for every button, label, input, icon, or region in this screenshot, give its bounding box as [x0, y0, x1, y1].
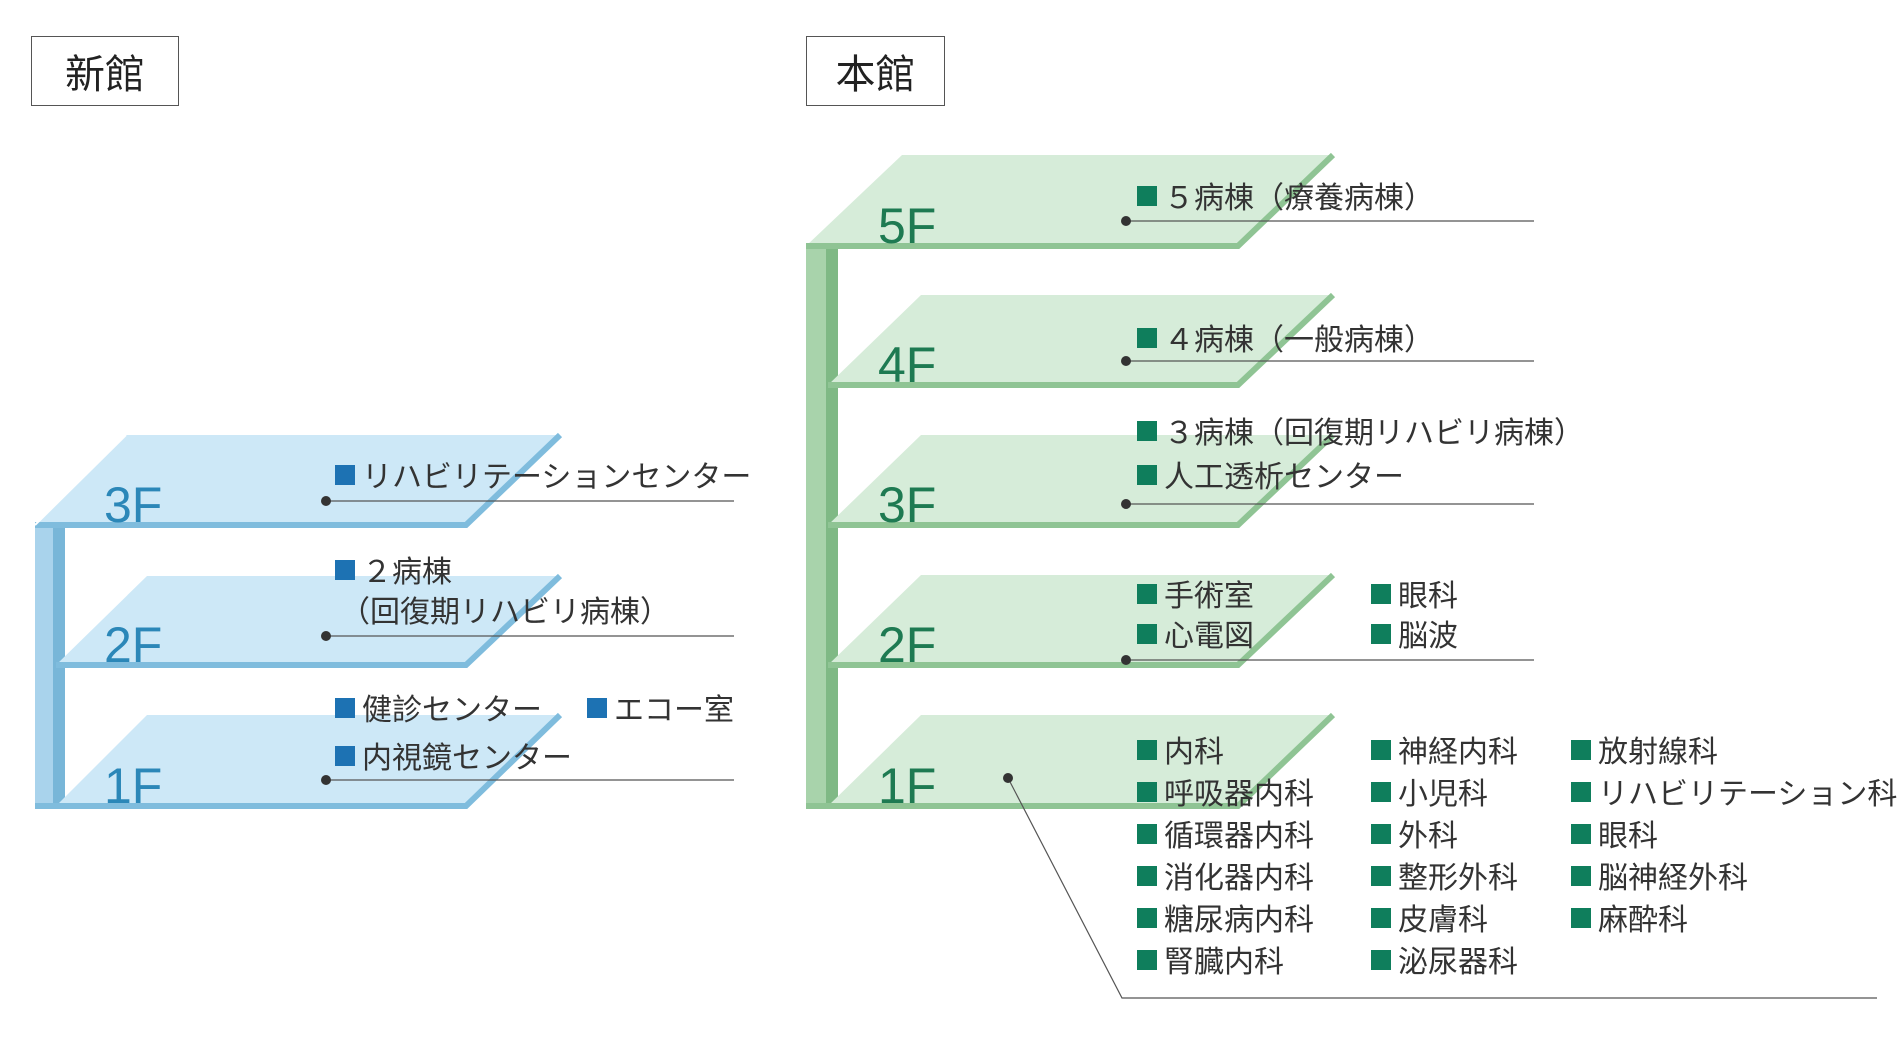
honkan-floor-3f: 3F: [828, 432, 1336, 533]
shinkan-3f-number: 3F: [104, 477, 162, 533]
honkan-1f-item: 糖尿病内科: [1164, 903, 1314, 938]
bullet-icon: [1137, 584, 1157, 604]
shinkan-1f-items: 健診センター エコー室 内視鏡センター: [335, 693, 734, 776]
shinkan-3f-item: リハビリテーションセンター: [362, 460, 751, 495]
bullet-icon: [587, 698, 607, 718]
bullet-icon: [1571, 740, 1591, 760]
bullet-icon: [1571, 866, 1591, 886]
bullet-icon: [1137, 421, 1157, 441]
shinkan-label: 新館: [31, 36, 179, 106]
honkan-5f-items: ５病棟（療養病棟）: [1137, 181, 1434, 216]
honkan-1f-col1: 内科 呼吸器内科 循環器内科 消化器内科 糖尿病内科 腎臓内科: [1137, 735, 1314, 980]
honkan-leaders: [1003, 216, 1877, 999]
honkan-label: 本館: [806, 36, 945, 106]
honkan-1f-item: 脳神経外科: [1598, 861, 1748, 896]
honkan-1f-item: 循環器内科: [1164, 819, 1314, 854]
bullet-icon: [1137, 186, 1157, 206]
bullet-icon: [1137, 465, 1157, 485]
bullet-icon: [335, 465, 355, 485]
bullet-icon: [1571, 824, 1591, 844]
honkan-1f-col2: 神経内科 小児科 外科 整形外科 皮膚科 泌尿器科: [1371, 735, 1518, 980]
bullet-icon: [1371, 824, 1391, 844]
shinkan-2f-items: ２病棟 （回復期リハビリ病棟）: [335, 555, 670, 630]
bullet-icon: [1137, 782, 1157, 802]
honkan-1f-item: 皮膚科: [1398, 903, 1488, 938]
shinkan-floor-2f: 2F: [56, 573, 563, 673]
honkan-floor-5f: 5F: [806, 152, 1336, 254]
honkan-1f-item: リハビリテーション科: [1598, 777, 1897, 812]
bullet-icon: [1371, 584, 1391, 604]
honkan-2f-number: 2F: [878, 617, 936, 673]
honkan-1f-item: 呼吸器内科: [1164, 777, 1314, 812]
honkan-2f-item: 心電図: [1164, 619, 1254, 654]
honkan-2f-item: 眼科: [1398, 579, 1458, 614]
honkan-3f-items: ３病棟（回復期リハビリ病棟） 人工透析センター: [1137, 416, 1584, 495]
honkan-1f-item: 神経内科: [1398, 735, 1518, 770]
honkan-5f-item: ５病棟（療養病棟）: [1164, 181, 1434, 216]
shinkan-1f-number: 1F: [104, 758, 162, 814]
honkan-3f-item: 人工透析センター: [1164, 460, 1404, 495]
bullet-icon: [335, 560, 355, 580]
honkan-1f-col3: 放射線科 リハビリテーション科 眼科 脳神経外科 麻酔科: [1571, 735, 1897, 938]
bullet-icon: [335, 698, 355, 718]
bullet-icon: [1571, 782, 1591, 802]
bullet-icon: [1137, 824, 1157, 844]
bullet-icon: [1371, 624, 1391, 644]
bullet-icon: [1137, 740, 1157, 760]
honkan-3f-item: ３病棟（回復期リハビリ病棟）: [1164, 416, 1584, 451]
bullet-icon: [1137, 950, 1157, 970]
honkan-floor-2f: 2F: [828, 572, 1336, 673]
honkan-1f-item: 小児科: [1398, 777, 1488, 812]
shinkan-leaders: [321, 496, 734, 785]
shinkan-floor-1f: 1F: [35, 712, 563, 814]
honkan-5f-number: 5F: [878, 198, 936, 254]
honkan-1f-item: 麻酔科: [1598, 903, 1688, 938]
bullet-icon: [1371, 782, 1391, 802]
bullet-icon: [1371, 950, 1391, 970]
shinkan-1f-item: 健診センター: [362, 693, 542, 728]
bullet-icon: [1137, 908, 1157, 928]
honkan-1f-number: 1F: [878, 758, 936, 814]
shinkan-3f-items: リハビリテーションセンター: [335, 460, 751, 495]
honkan-3f-number: 3F: [878, 477, 936, 533]
honkan-2f-item: 手術室: [1164, 579, 1254, 614]
shinkan-1f-item: エコー室: [614, 693, 734, 728]
shinkan-2f-item: ２病棟: [362, 555, 452, 590]
honkan-floor-4f: 4F: [828, 292, 1336, 393]
bullet-icon: [1371, 866, 1391, 886]
honkan-1f-item: 内科: [1164, 735, 1224, 770]
honkan-floor-1f: 1F: [806, 712, 1336, 814]
bullet-icon: [1137, 624, 1157, 644]
honkan-1f-item: 消化器内科: [1164, 861, 1314, 896]
honkan-1f-item: 放射線科: [1598, 735, 1718, 770]
bullet-icon: [1571, 908, 1591, 928]
bullet-icon: [1137, 328, 1157, 348]
honkan-1f-item: 泌尿器科: [1398, 945, 1518, 980]
honkan-1f-item: 眼科: [1598, 819, 1658, 854]
bullet-icon: [1371, 740, 1391, 760]
bullet-icon: [1371, 908, 1391, 928]
shinkan-1f-item: 内視鏡センター: [362, 741, 572, 776]
shinkan-2f-item-sub: （回復期リハビリ病棟）: [340, 595, 670, 630]
honkan-1f-item: 腎臓内科: [1164, 945, 1284, 980]
bullet-icon: [1137, 866, 1157, 886]
shinkan-2f-number: 2F: [104, 617, 162, 673]
shinkan-building: 3F 2F 1F リハビリテーションセンター: [34, 432, 751, 814]
honkan-2f-item: 脳波: [1398, 619, 1458, 654]
bullet-icon: [335, 746, 355, 766]
honkan-building: 5F 4F 3F 2F 1F: [806, 152, 1897, 999]
honkan-1f-item: 整形外科: [1398, 861, 1518, 896]
honkan-4f-number: 4F: [878, 337, 936, 393]
shinkan-floor-3f: 3F: [34, 432, 563, 533]
honkan-1f-item: 外科: [1398, 819, 1458, 854]
honkan-4f-items: ４病棟（一般病棟）: [1137, 323, 1434, 358]
honkan-4f-item: ４病棟（一般病棟）: [1164, 323, 1434, 358]
honkan-2f-items: 手術室 心電図 眼科 脳波: [1137, 579, 1458, 654]
